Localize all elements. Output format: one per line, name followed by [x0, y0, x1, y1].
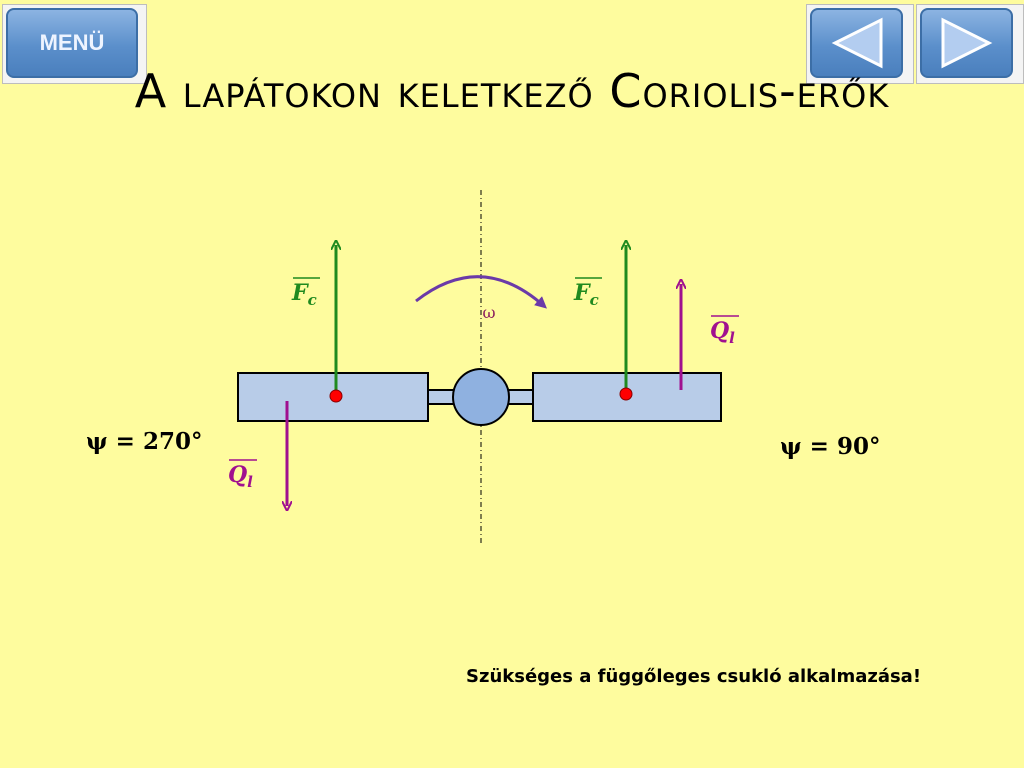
- triangle-right-icon: [941, 17, 992, 69]
- page-title: A lapátokon keletkező Coriolis-erők: [134, 64, 890, 118]
- menu-button[interactable]: MENÜ: [2, 4, 147, 84]
- right-connector: [507, 389, 535, 405]
- left-connector: [427, 389, 455, 405]
- rotation-arrow: [415, 275, 547, 309]
- psi-270-label: ψ = 270°: [86, 428, 202, 455]
- svg-text:Fc: Fc: [291, 280, 317, 309]
- menu-button-label: MENÜ: [39, 30, 105, 55]
- svg-text:Ql: Ql: [710, 318, 735, 347]
- left-ql-label: Ql: [228, 459, 257, 491]
- psi-90-label: ψ = 90°: [780, 433, 880, 460]
- omega-label: ω: [482, 303, 495, 322]
- triangle-left-icon: [831, 17, 882, 69]
- right-ql-label: Ql: [710, 315, 739, 347]
- next-button[interactable]: [916, 4, 1024, 84]
- right-force-point: [619, 387, 633, 401]
- right-fc-label: Fc: [573, 277, 602, 309]
- rotor-hub: [452, 368, 510, 426]
- left-fc-label: Fc: [291, 277, 320, 309]
- previous-button[interactable]: [806, 4, 914, 84]
- svg-text:Ql: Ql: [228, 462, 253, 491]
- left-force-point: [329, 389, 343, 403]
- svg-text:Fc: Fc: [573, 280, 599, 309]
- note-text: Szükséges a függőleges csukló alkalmazás…: [466, 666, 922, 687]
